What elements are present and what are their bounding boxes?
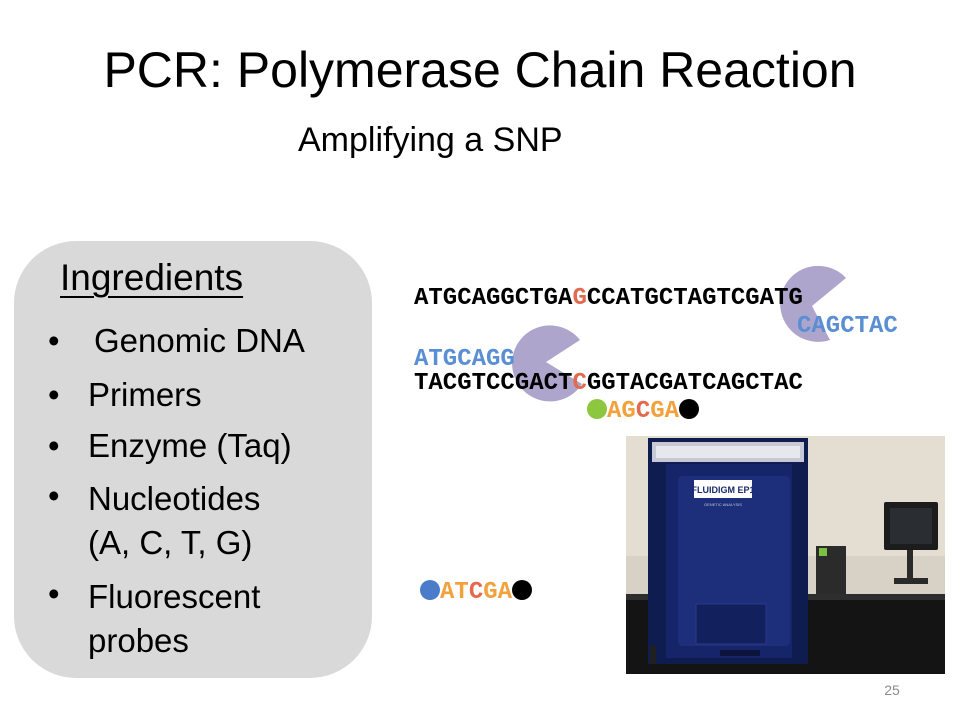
polymerase-bottom-shape — [512, 325, 582, 402]
slide-subtitle: Amplifying a SNP — [298, 121, 563, 159]
bullet: • — [48, 322, 60, 359]
ingredients-panel — [14, 241, 372, 678]
device-label: FLUIDIGM EP1 — [691, 485, 754, 495]
fluorophore-dot-blue — [420, 580, 440, 600]
ingredient-line: Fluorescent — [88, 578, 261, 615]
bullet: • — [48, 427, 60, 464]
instrument-photo-drawing: FLUIDIGM EP1 GENETIC ANALYSIS — [626, 436, 945, 674]
ingredient-item: • Enzyme (Taq) — [48, 427, 292, 465]
bottom-strand-snp: C — [572, 370, 587, 397]
probe-2: ATCGA — [420, 579, 533, 607]
page-number: 25 — [884, 682, 900, 698]
device-sublabel: GENETIC ANALYSIS — [704, 502, 742, 507]
bullet: • — [48, 575, 60, 612]
ingredient-line: (A, C, T, G) — [88, 524, 253, 561]
probe-2-snp: C — [468, 579, 484, 606]
dna-top-strand: ATGCAGGCTGAGCCATGCTAGTCGATG — [414, 285, 803, 313]
ingredient-item: • Primers — [48, 376, 202, 414]
polymerase-top-shape — [780, 265, 846, 342]
slide-title: PCR: Polymerase Chain Reaction — [103, 42, 857, 98]
bullet: • — [48, 376, 60, 413]
probe-2-left: AT — [440, 579, 469, 606]
ingredients-heading: Ingredients — [60, 257, 244, 298]
probe-1-right: GA — [650, 398, 680, 425]
quencher-dot — [679, 399, 700, 419]
fluorophore-dot-green — [587, 399, 607, 419]
ingredient-line: probes — [88, 622, 189, 659]
ingredient-item: • Nucleotides (A, C, T, G) — [48, 477, 260, 565]
top-strand-left: ATGCAGGCTGA — [414, 285, 573, 312]
bottom-strand-left: TACGTCCGACT — [414, 370, 573, 397]
ingredient-item: • Fluorescent probes — [48, 575, 260, 663]
ingredient-line: Genomic DNA — [94, 322, 305, 359]
ingredient-line: Enzyme (Taq) — [88, 427, 292, 464]
probe-2-right: GA — [483, 579, 513, 606]
ingredient-line: Nucleotides — [88, 480, 261, 517]
top-strand-snp: G — [572, 285, 587, 312]
top-strand-right: CCATGCTAGTCGATG — [586, 285, 803, 312]
ingredient-item: • Genomic DNA — [48, 322, 305, 360]
probe-1-left: AG — [607, 398, 636, 425]
bottom-strand-right: GGTACGATCAGCTAC — [586, 370, 803, 397]
instrument-photo: FLUIDIGM EP1 GENETIC ANALYSIS — [626, 436, 945, 674]
ingredient-line: Primers — [88, 376, 202, 413]
quencher-dot — [512, 580, 533, 600]
probe-1-snp: C — [635, 398, 651, 425]
reverse-primer: CAGCTAC — [797, 313, 898, 340]
bullet: • — [48, 477, 60, 514]
probe-1: AGCGA — [587, 398, 700, 426]
forward-primer: ATGCAGG — [414, 346, 515, 373]
dna-bottom-strand: TACGTCCGACTCGGTACGATCAGCTAC — [414, 370, 803, 398]
